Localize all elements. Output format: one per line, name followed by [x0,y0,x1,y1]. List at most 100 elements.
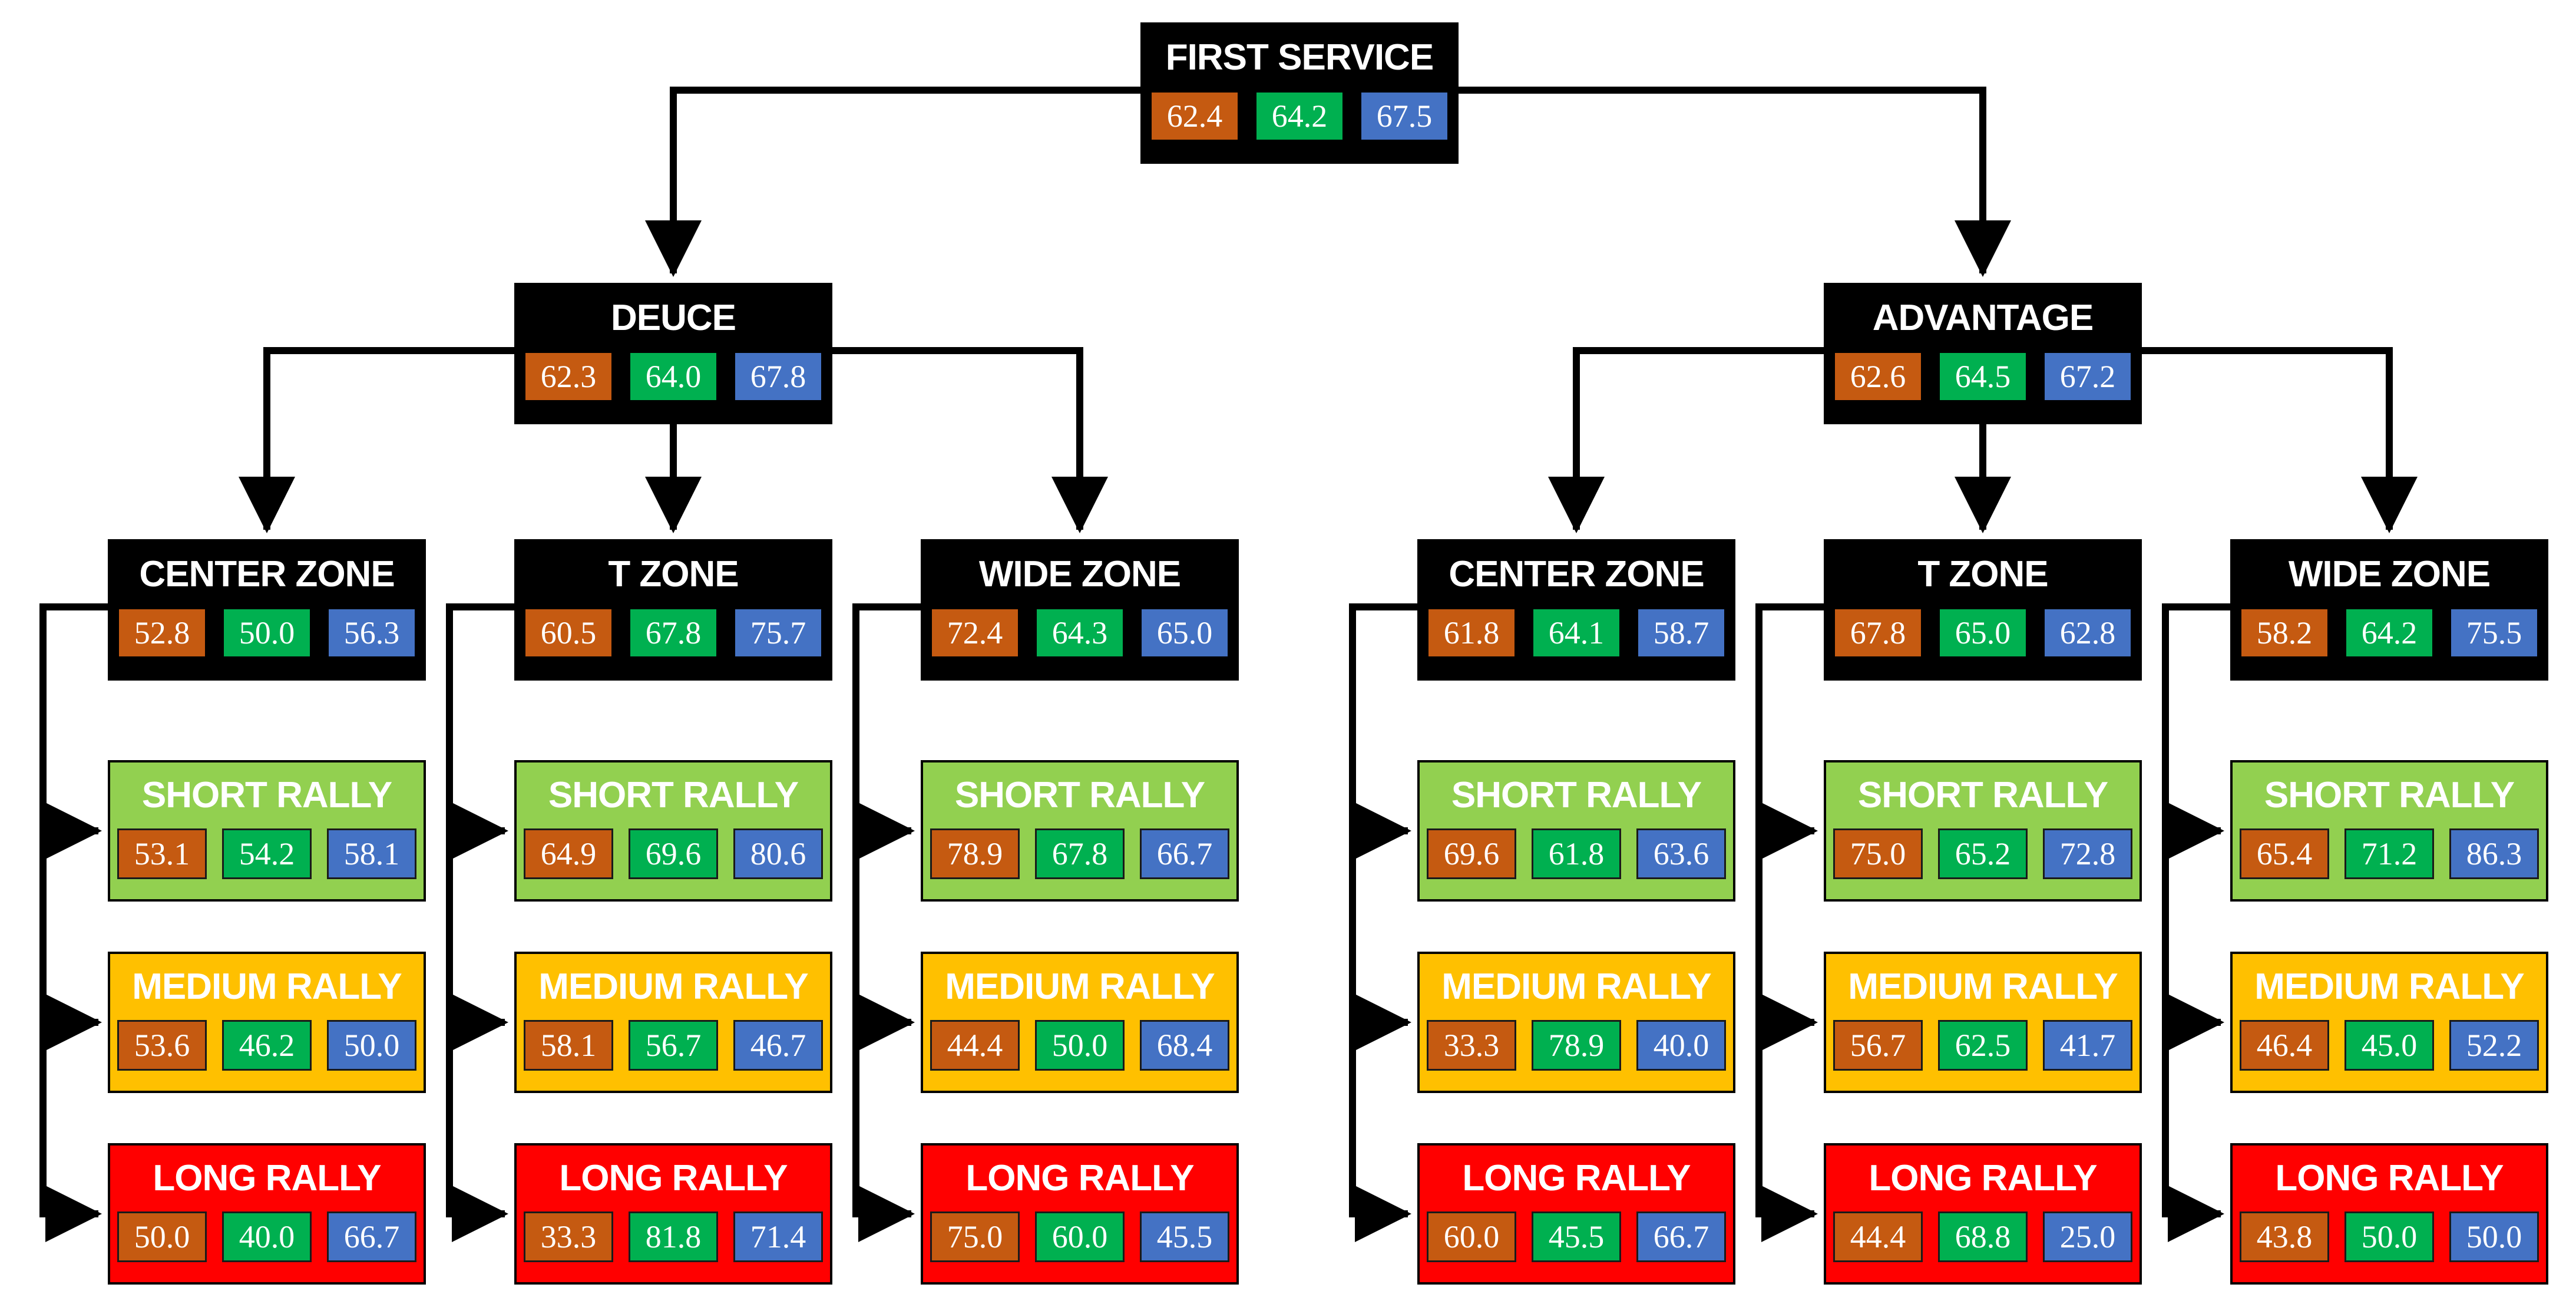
side-advantage-wide-zone-short-rally-node-value-1: 65.4 [2240,828,2329,879]
side-deuce-t-zone-node-value-3: 75.7 [733,608,823,658]
side-advantage-center-zone-short-rally-node-value-2: 61.8 [1532,828,1621,879]
side-deuce-node-label: DEUCE [610,298,736,338]
side-advantage-t-zone-medium-rally-node-value-1: 56.7 [1833,1020,1923,1071]
side-deuce-center-zone-node-value-3: 56.3 [327,608,416,658]
side-deuce-t-zone-node-value-2: 67.8 [629,608,718,658]
side-advantage-t-zone-long-rally-node-value-1: 44.4 [1833,1211,1923,1262]
side-deuce-center-zone-node-label: CENTER ZONE [139,554,395,595]
side-advantage-node-values: 62.6 64.5 67.2 [1826,351,2139,402]
side-advantage-t-zone-medium-rally-node-label: MEDIUM RALLY [1848,966,2118,1007]
side-advantage-node-value-1: 62.6 [1833,351,1923,402]
side-advantage-wide-zone-long-rally-node-value-1: 43.8 [2240,1211,2329,1262]
side-advantage-wide-zone-medium-rally-node-value-3: 52.2 [2449,1020,2539,1071]
side-advantage-wide-zone-node-value-1: 58.2 [2240,608,2329,658]
side-advantage-center-zone-short-rally-node-label: SHORT RALLY [1451,775,1702,816]
side-deuce-t-zone-medium-rally-node-value-2: 56.7 [629,1020,718,1071]
side-deuce-wide-zone-node-value-1: 72.4 [930,608,1020,658]
side-deuce-wide-zone-long-rally-node-value-2: 60.0 [1035,1211,1125,1262]
side-deuce-wide-zone-long-rally-node-value-1: 75.0 [930,1211,1020,1262]
side-advantage-node-label: ADVANTAGE [1872,298,2094,338]
side-deuce-center-zone-node-values: 52.8 50.0 56.3 [110,608,424,658]
side-deuce-wide-zone-medium-rally-node-label: MEDIUM RALLY [945,966,1215,1007]
root-node-value-2: 64.2 [1255,91,1344,141]
side-deuce-wide-zone-node-label: WIDE ZONE [978,554,1181,595]
side-advantage-wide-zone-medium-rally-node-value-2: 45.0 [2344,1020,2434,1071]
side-advantage-center-zone-long-rally-node-values: 60.0 45.5 66.7 [1420,1211,1733,1262]
side-advantage-t-zone-short-rally-node-value-3: 72.8 [2043,828,2132,879]
side-deuce-wide-zone-medium-rally-node-value-2: 50.0 [1035,1020,1125,1071]
side-advantage-t-zone-short-rally-node-value-1: 75.0 [1833,828,1923,879]
side-deuce-center-zone-short-rally-node-label: SHORT RALLY [141,775,392,816]
side-deuce-t-zone-medium-rally-node-value-3: 46.7 [733,1020,823,1071]
side-advantage-center-zone-long-rally-node-value-3: 66.7 [1636,1211,1726,1262]
side-deuce-center-zone-medium-rally-node-value-1: 53.6 [117,1020,207,1071]
side-deuce-t-zone-medium-rally-node-label: MEDIUM RALLY [538,966,809,1007]
side-deuce-wide-zone-short-rally-node-value-2: 67.8 [1035,828,1125,879]
side-deuce-wide-zone-long-rally-node-value-3: 45.5 [1140,1211,1229,1262]
side-deuce-wide-zone-short-rally-node-value-3: 66.7 [1140,828,1229,879]
side-advantage-wide-zone-short-rally-node-value-2: 71.2 [2344,828,2434,879]
side-deuce-wide-zone-node-value-2: 64.3 [1035,608,1125,658]
side-advantage-wide-zone-long-rally-node-label: LONG RALLY [2275,1158,2504,1199]
side-advantage-center-zone-node-value-1: 61.8 [1427,608,1516,658]
side-deuce-center-zone-node: CENTER ZONE 52.8 50.0 56.3 [108,539,426,681]
side-advantage-center-zone-short-rally-node-value-3: 63.6 [1636,828,1726,879]
side-deuce-t-zone-short-rally-node-value-2: 69.6 [629,828,718,879]
side-deuce-wide-zone-long-rally-node-values: 75.0 60.0 45.5 [923,1211,1236,1262]
side-advantage-wide-zone-long-rally-node-value-3: 50.0 [2449,1211,2539,1262]
side-deuce-node-value-3: 67.8 [733,351,823,402]
side-deuce-wide-zone-short-rally-node-label: SHORT RALLY [954,775,1205,816]
side-deuce-center-zone-medium-rally-node-value-2: 46.2 [222,1020,312,1071]
side-advantage-t-zone-long-rally-node-value-3: 25.0 [2043,1211,2132,1262]
side-deuce-center-zone-node-value-1: 52.8 [117,608,207,658]
side-deuce-wide-zone-medium-rally-node-value-1: 44.4 [930,1020,1020,1071]
side-advantage-center-zone-long-rally-node-value-2: 45.5 [1532,1211,1621,1262]
side-deuce-center-zone-node-value-2: 50.0 [222,608,312,658]
side-advantage-node: ADVANTAGE 62.6 64.5 67.2 [1824,283,2142,424]
side-advantage-center-zone-medium-rally-node-value-1: 33.3 [1427,1020,1516,1071]
side-deuce-t-zone-long-rally-node-value-3: 71.4 [733,1211,823,1262]
side-advantage-center-zone-long-rally-node-value-1: 60.0 [1427,1211,1516,1262]
side-advantage-center-zone-short-rally-node-value-1: 69.6 [1427,828,1516,879]
side-advantage-node-value-2: 64.5 [1938,351,2028,402]
side-advantage-wide-zone-node-label: WIDE ZONE [2288,554,2491,595]
side-advantage-t-zone-node-value-1: 67.8 [1833,608,1923,658]
side-deuce-node-value-2: 64.0 [629,351,718,402]
side-advantage-t-zone-node-label: T ZONE [1917,554,2048,595]
root-node-value-3: 67.5 [1360,91,1449,141]
side-advantage-center-zone-medium-rally-node-value-3: 40.0 [1636,1020,1726,1071]
side-advantage-t-zone-short-rally-node-label: SHORT RALLY [1857,775,2108,816]
side-advantage-node-value-3: 67.2 [2043,351,2132,402]
